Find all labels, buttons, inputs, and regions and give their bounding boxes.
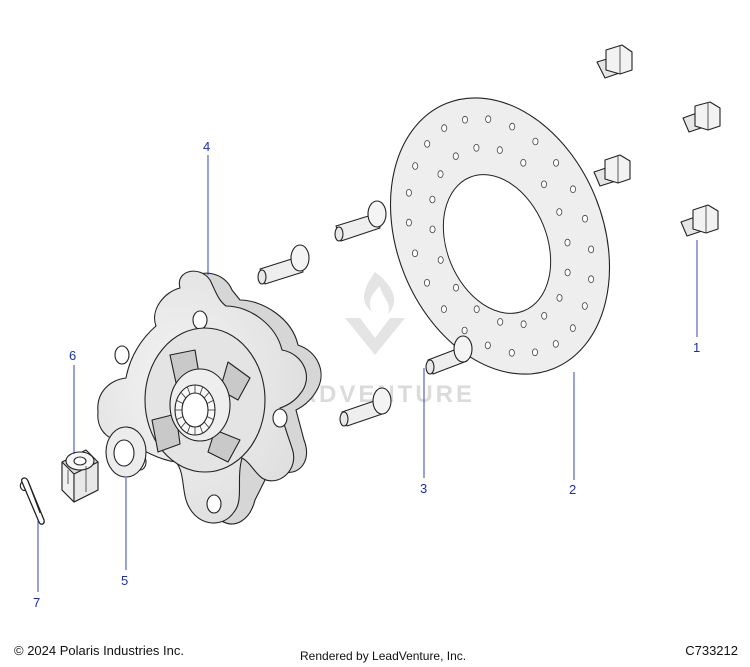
hub-lug-hole	[206, 494, 222, 514]
rotor-hole	[532, 137, 539, 146]
rotor-hole	[461, 115, 468, 124]
callout-6: 6	[69, 348, 76, 363]
part-3-wheel-studs[interactable]	[257, 200, 473, 427]
callout-3: 3	[420, 481, 427, 496]
rotor-hole	[569, 324, 576, 332]
bolt-a	[596, 44, 633, 79]
flame-logo-icon	[364, 272, 395, 314]
rotor-hole	[532, 348, 539, 357]
rotor-hole	[570, 185, 577, 194]
spline-tooth	[203, 392, 210, 399]
rotor-hole	[429, 225, 436, 234]
spline-tooth	[180, 421, 187, 428]
rotor-hole	[473, 144, 480, 152]
spline-tooth	[206, 400, 214, 404]
spline-tooth	[199, 386, 204, 395]
spline-tooth	[206, 416, 214, 420]
bolt-c	[593, 154, 631, 187]
stud-a	[334, 200, 387, 242]
spline-tooth	[186, 386, 191, 395]
v-logo-icon	[345, 318, 405, 355]
spline-tooth	[203, 421, 210, 428]
rotor-hole	[588, 245, 595, 254]
bolt-d	[680, 204, 719, 237]
callout-2: 2	[569, 482, 576, 497]
part-6-castle-nut[interactable]	[61, 449, 99, 503]
rotor-hole	[452, 152, 459, 161]
rotor-hole	[405, 218, 412, 227]
stud-d	[339, 387, 392, 427]
rotor-hole	[508, 348, 515, 357]
hub-lug-hole	[272, 408, 288, 428]
rotor-hole	[581, 302, 588, 310]
spline-tooth	[176, 400, 184, 404]
rotor-hole	[424, 140, 431, 148]
rotor-hole	[509, 122, 516, 131]
rotor-hole	[520, 320, 527, 329]
part-1-bolts[interactable]	[593, 44, 721, 237]
rotor-hole	[541, 311, 548, 320]
rotor-hole	[552, 340, 559, 348]
part-7-cotter-pin[interactable]	[19, 477, 45, 525]
rotor-hole	[405, 189, 412, 197]
part-5-washer[interactable]	[105, 426, 147, 478]
bolt-b	[682, 101, 721, 133]
diagram-id-text: C733212	[685, 643, 738, 658]
part-2-brake-rotor[interactable]	[351, 65, 649, 407]
rotor-hole	[564, 238, 571, 247]
callout-4: 4	[203, 139, 210, 154]
callout-7: 7	[33, 595, 40, 610]
rotor-hole	[440, 305, 447, 313]
rendered-by-text: Rendered by LeadVenture, Inc.	[300, 649, 467, 663]
callout-labels: 1 2 3 4 5 6 7	[33, 139, 700, 610]
stud-b	[257, 244, 310, 285]
rotor-hole	[411, 249, 418, 258]
leader-lines	[37, 155, 698, 592]
rotor-hole	[556, 208, 563, 216]
rotor-hole	[582, 214, 589, 223]
spline-tooth	[199, 425, 204, 434]
rotor-hole	[461, 326, 468, 335]
spline-tooth	[176, 416, 184, 420]
copyright-text: © 2024 Polaris Industries Inc.	[14, 643, 184, 658]
rotor-hole	[429, 195, 436, 204]
stud-c	[425, 335, 473, 375]
rotor-hole	[437, 170, 444, 178]
rotor-hole	[485, 115, 492, 123]
rotor-hole	[441, 124, 448, 132]
callout-1: 1	[693, 340, 700, 355]
callout-5: 5	[121, 573, 128, 588]
rotor-hole	[437, 256, 444, 264]
part-4-hub[interactable]	[97, 270, 322, 525]
rotor-hole	[496, 146, 503, 154]
spline-tooth	[180, 392, 187, 399]
rotor-hole	[520, 159, 527, 167]
hub-lug-hole	[192, 310, 208, 330]
rotor-hole	[423, 278, 430, 287]
rotor-hole	[412, 162, 419, 170]
rotor-hole	[564, 268, 571, 277]
rotor-hole	[452, 283, 459, 292]
rotor-hole	[484, 341, 491, 350]
rotor-hole	[553, 159, 560, 167]
rotor-hole	[588, 275, 595, 284]
rotor-hole	[556, 294, 563, 302]
rotor-hole	[497, 318, 504, 326]
rotor-hole	[541, 180, 548, 189]
rotor-hole	[473, 305, 480, 314]
hub-lug-hole	[114, 345, 130, 365]
spline-tooth	[186, 425, 191, 434]
